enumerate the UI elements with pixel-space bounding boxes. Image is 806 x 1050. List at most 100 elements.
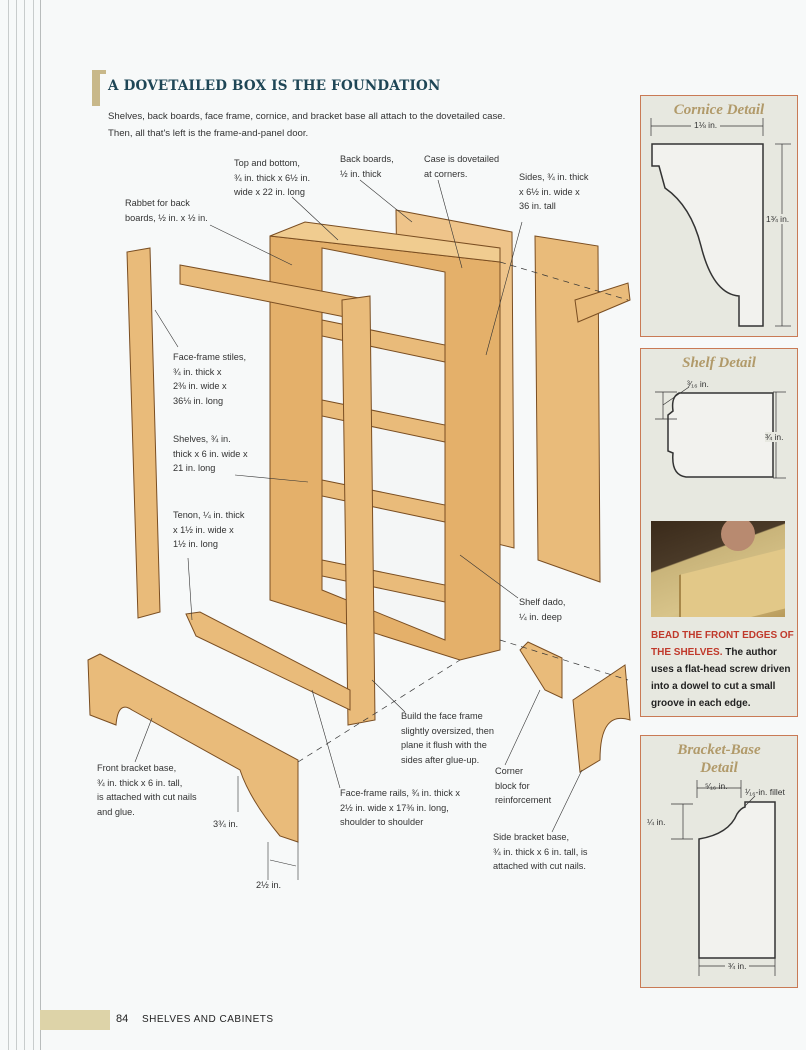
label-line: boards, ½ in. x ½ in.: [125, 212, 208, 223]
panel-title: Shelf Detail: [682, 355, 756, 371]
label-line: ¾ in. thick x 6½ in.: [234, 172, 311, 183]
side-bracket-part: [572, 664, 631, 773]
label-line: Build the face frame: [401, 711, 483, 721]
label-line: reinforcement: [495, 795, 552, 806]
front-bracket-part: [87, 653, 299, 843]
footer-band: [40, 1010, 110, 1030]
hand-image: [721, 521, 755, 551]
corner-block-part: [519, 641, 563, 699]
leader-lines: [134, 179, 583, 880]
label-line: Sides, ¾ in. thick: [519, 172, 589, 182]
intro-text: Shelves, back boards, face frame, cornic…: [108, 108, 505, 142]
label-line: Back boards,: [340, 154, 394, 164]
label-line: ¼ in. deep: [519, 611, 562, 622]
section-title: SHELVES AND CABINETS: [142, 1014, 274, 1025]
label-line: shoulder to shoulder: [340, 817, 424, 828]
bead-size: ³⁄₁₆ in.: [687, 379, 709, 389]
label-line: ¾ in. thick x 6 in. tall, is: [493, 846, 588, 857]
label-line: and glue.: [97, 806, 135, 817]
label-line: block for: [495, 780, 530, 791]
bracket-height: ¼ in.: [647, 817, 666, 827]
bracket-top-width: ⁵⁄₁₆ in.: [705, 781, 728, 791]
label-line: ¾ in. thick x: [173, 366, 222, 377]
left-stile-part: [126, 247, 161, 619]
label-line: plane it flush with the: [401, 740, 487, 751]
label-line: attached with cut nails.: [493, 861, 586, 872]
label-dovetailed: Case is dovetailed at corners.: [424, 152, 499, 181]
panel-title: Detail: [700, 760, 738, 776]
cornice-width: 1⅛ in.: [691, 120, 721, 130]
panel-title: Cornice Detail: [673, 102, 765, 118]
case-top: [269, 221, 501, 263]
page-edge: [33, 0, 34, 1050]
dimension-3-3-4: 3¾ in.: [213, 819, 239, 829]
label-stiles: Face-frame stiles, ¾ in. thick x 2⅜ in. wi…: [173, 350, 246, 408]
label-line: Shelf dado,: [519, 597, 566, 607]
shelf-detail-panel: Shelf Detail ³⁄₁₆ in. ¾ in. BEAD THE FRO…: [640, 348, 798, 717]
label-line: Face-frame stiles,: [173, 352, 247, 362]
label-rails: Face-frame rails, ¾ in. thick x 2½ in. wi…: [340, 786, 460, 830]
page-edge: [24, 0, 25, 1050]
label-line: slightly oversized, then: [401, 725, 494, 736]
bracket-base-detail-panel: Bracket-Base Detail ⁵⁄₁₆ in. ¹⁄₁₆-in. fi…: [640, 735, 798, 988]
label-line: x 1½ in. wide x: [173, 524, 234, 535]
label-line: Front bracket base,: [97, 763, 177, 773]
bracket-profile-drawing: [671, 780, 776, 976]
board-image: [679, 547, 785, 617]
exploded-cabinet-illustration: [87, 179, 631, 880]
label-line: Corner: [495, 766, 524, 776]
label-line: Face-frame rails, ¾ in. thick x: [340, 788, 460, 798]
label-line: Tenon, ¼ in. thick: [173, 510, 245, 520]
label-line: 1½ in. long: [173, 539, 218, 550]
label-line: Shelves, ¾ in.: [173, 434, 231, 444]
page-title: A DOVETAILED BOX IS THE FOUNDATION: [108, 78, 441, 94]
label-sides: Sides, ¾ in. thick x 6½ in. wide x 36 in. …: [519, 170, 588, 214]
heading-accent-bar: [92, 70, 100, 106]
label-line: Top and bottom,: [234, 158, 300, 168]
page-edge: [8, 0, 9, 1050]
label-shelf-dado: Shelf dado, ¼ in. deep: [519, 595, 566, 624]
bottom-rail-part: [185, 611, 351, 711]
label-build-face-frame: Build the face frame slightly oversized, …: [401, 709, 494, 767]
heading-accent-bar: [92, 70, 106, 74]
label-top-bottom: Top and bottom, ¾ in. thick x 6½ in. wide …: [234, 156, 310, 200]
cornice-profile-drawing: [650, 118, 791, 327]
label-back-boards: Back boards, ½ in. thick: [340, 152, 394, 181]
page-edge: [16, 0, 17, 1050]
intro-line: Then, all that's left is the frame-and-p…: [108, 128, 309, 139]
label-line: sides after glue-up.: [401, 754, 480, 765]
page-edge: [40, 0, 41, 1050]
label-line: ¾ in. thick x 6 in. tall,: [97, 777, 183, 788]
label-line: 21 in. long: [173, 463, 216, 474]
label-rabbet: Rabbet for back boards, ½ in. x ½ in.: [125, 196, 208, 225]
assembly-dashed-lines: [297, 261, 629, 763]
side-part: [534, 235, 601, 583]
label-line: Rabbet for back: [125, 198, 190, 208]
dimension-2-1-2: 2½ in.: [256, 880, 282, 890]
label-line: Case is dovetailed: [424, 154, 500, 164]
label-tenon: Tenon, ¼ in. thick x 1½ in. wide x 1½ in. …: [173, 508, 245, 552]
label-shelves: Shelves, ¾ in. thick x 6 in. wide x 21 in.…: [173, 432, 248, 476]
intro-line: Shelves, back boards, face frame, cornic…: [108, 111, 506, 122]
shelf-thickness: ¾ in.: [765, 432, 784, 442]
bead-photo: [651, 521, 785, 617]
label-line: Side bracket base,: [493, 832, 570, 842]
label-line: is attached with cut nails: [97, 792, 197, 803]
label-line: x 6½ in. wide x: [519, 186, 580, 197]
cornice-height: 1¾ in.: [766, 214, 790, 224]
page-number: 84: [116, 1013, 129, 1025]
label-line: ½ in. thick: [340, 168, 382, 179]
label-line: 2½ in. wide x 17⅜ in. long,: [340, 802, 449, 813]
label-line: wide x 22 in. long: [234, 187, 305, 198]
fillet-size: ¹⁄₁₆-in. fillet: [745, 787, 785, 797]
shelf-profile-drawing: [655, 386, 786, 479]
label-line: 36 in. tall: [519, 201, 556, 212]
label-line: 36⅛ in. long: [173, 395, 224, 406]
panel-title: Bracket-Base: [677, 742, 761, 758]
label-line: thick x 6 in. wide x: [173, 448, 248, 459]
right-stile-part: [341, 295, 376, 726]
label-line: 2⅜ in. wide x: [173, 381, 227, 392]
label-front-bracket: Front bracket base, ¾ in. thick x 6 in. t…: [97, 761, 197, 819]
label-line: at corners.: [424, 168, 468, 179]
cornice-detail-panel: Cornice Detail 1⅛ in. 1¾ in.: [640, 95, 798, 337]
